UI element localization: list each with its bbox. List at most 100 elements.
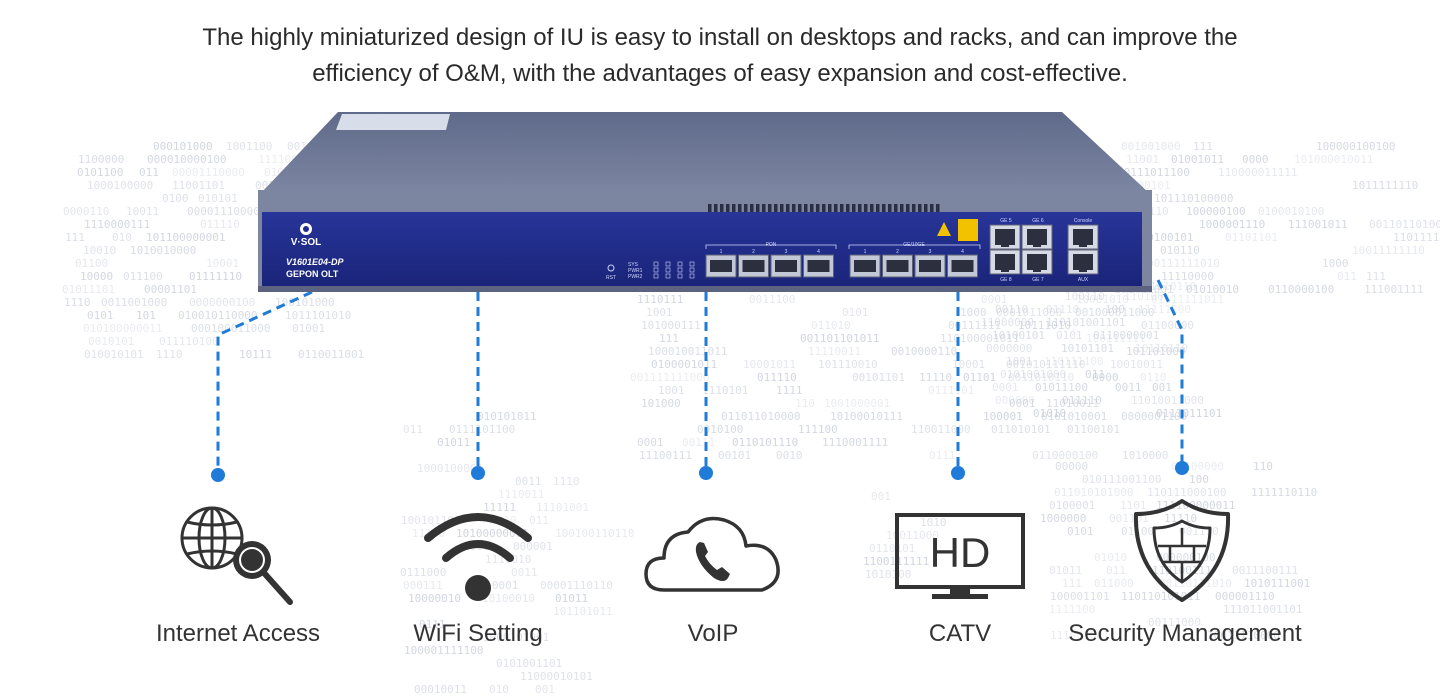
svg-text:01101: 01101: [963, 371, 996, 384]
status-label-sys: SYS: [628, 262, 639, 268]
sfp-port-label: 1: [720, 249, 723, 255]
svg-text:10101101: 10101101: [1061, 342, 1114, 355]
svg-text:0000000100: 0000000100: [189, 296, 255, 309]
svg-text:0110011001: 0110011001: [298, 348, 364, 361]
svg-text:01010010: 01010010: [1186, 283, 1239, 296]
svg-text:1001000001: 1001000001: [824, 397, 890, 410]
svg-text:10011110000: 10011110000: [1207, 629, 1280, 642]
svg-text:010101011: 010101011: [477, 410, 537, 423]
svg-text:000000: 000000: [995, 394, 1035, 407]
svg-text:111011001101: 111011001101: [1223, 603, 1302, 616]
svg-text:00000: 00000: [1055, 460, 1088, 473]
svg-text:100111111: 100111111: [1086, 332, 1146, 345]
svg-text:0011010110: 0011010110: [1008, 371, 1074, 384]
svg-text:00110: 00110: [995, 303, 1028, 316]
svg-text:111001011: 111001011: [1288, 218, 1348, 231]
svg-text:0101: 0101: [1067, 525, 1094, 538]
svg-text:11000000: 11000000: [981, 316, 1034, 329]
svg-text:110: 110: [1253, 460, 1273, 473]
svg-text:10000: 10000: [80, 270, 113, 283]
svg-text:001101101011: 001101101011: [800, 332, 879, 345]
svg-text:1110000111: 1110000111: [84, 218, 150, 231]
svg-text:00001101: 00001101: [144, 283, 197, 296]
sfp-port-label: 1: [864, 249, 867, 255]
ge-label-top-left: GE 5: [1000, 218, 1012, 224]
svg-text:101: 101: [136, 309, 156, 322]
svg-text:0000: 0000: [1092, 371, 1119, 384]
svg-text:101000111: 101000111: [641, 319, 701, 332]
svg-text:11001: 11001: [1126, 153, 1159, 166]
svg-text:11111: 11111: [483, 501, 516, 514]
svg-text:0011: 0011: [511, 566, 538, 579]
feature-label-catv: CATV: [928, 620, 992, 647]
svg-text:0101001101: 0101001101: [496, 657, 562, 670]
svg-text:1111110110: 1111110110: [1251, 486, 1317, 499]
svg-text:0101001000: 0101001000: [1000, 368, 1066, 381]
svg-text:001: 001: [535, 683, 555, 696]
svg-text:1011111110: 1011111110: [1352, 179, 1418, 192]
globe-search-icon: [180, 506, 293, 605]
svg-text:1000000: 1000000: [1040, 512, 1086, 525]
svg-text:00110110100: 00110110100: [1369, 218, 1440, 231]
svg-text:0010000110: 0010000110: [891, 345, 957, 358]
uplink-group-label: GE/10GE: [903, 242, 925, 248]
svg-text:0110000100: 0110000100: [1032, 449, 1098, 462]
svg-text:000001110: 000001110: [1215, 590, 1275, 603]
svg-text:11110: 11110: [919, 371, 952, 384]
svg-text:111001111: 111001111: [1364, 283, 1424, 296]
connector-dot-wifi: [471, 466, 485, 480]
laser-warning-sticker: [958, 219, 978, 241]
svg-text:011110: 011110: [1062, 394, 1102, 407]
svg-text:1010: 1010: [920, 516, 947, 529]
svg-text:0100001011: 0100001011: [651, 358, 717, 371]
svg-text:100001111100: 100001111100: [404, 644, 483, 657]
svg-text:101000: 101000: [641, 397, 681, 410]
svg-text:00001110000: 00001110000: [172, 166, 245, 179]
svg-text:1000001110: 1000001110: [1199, 218, 1265, 231]
svg-text:0100: 0100: [162, 192, 189, 205]
ge-label-top-right: GE 6: [1032, 218, 1044, 224]
svg-text:11101001: 11101001: [536, 501, 589, 514]
svg-text:01010: 01010: [1094, 551, 1127, 564]
svg-text:100001: 100001: [983, 410, 1023, 423]
svg-text:0011100111: 0011100111: [1232, 564, 1298, 577]
svg-text:00101101: 00101101: [852, 371, 905, 384]
svg-text:011110: 011110: [757, 371, 797, 384]
shield-icon: [1133, 499, 1231, 602]
svg-text:01011: 01011: [555, 592, 588, 605]
svg-text:0101: 0101: [1056, 329, 1083, 342]
chassis-sticker: [336, 114, 450, 130]
svg-text:1000: 1000: [1322, 257, 1349, 270]
svg-text:1111: 1111: [776, 384, 803, 397]
connector-dot-security: [1175, 461, 1189, 475]
ge-label-bottom-left: GE 8: [1000, 277, 1012, 283]
svg-text:0001011000: 0001011000: [996, 306, 1062, 319]
intro-text: The highly miniaturized design of IU is …: [120, 20, 1320, 92]
svg-text:01011100: 01011100: [1035, 381, 1088, 394]
svg-text:0101: 0101: [87, 309, 114, 322]
svg-text:001: 001: [871, 490, 891, 503]
sfp-port-label: 3: [785, 249, 788, 255]
svg-text:1010110: 1010110: [1150, 280, 1196, 293]
svg-text:0110: 0110: [1140, 371, 1167, 384]
svg-text:0110101: 0110101: [869, 542, 915, 555]
svg-text:110000011111: 110000011111: [1218, 166, 1297, 179]
svg-text:0000000: 0000000: [986, 342, 1032, 355]
laser-warning-icon: [937, 222, 951, 236]
svg-text:10011000: 10011000: [886, 529, 939, 542]
svg-text:0010101: 0010101: [88, 335, 134, 348]
svg-text:01111110: 01111110: [189, 270, 242, 283]
svg-text:01100: 01100: [75, 257, 108, 270]
svg-text:0011001000: 0011001000: [101, 296, 167, 309]
svg-text:0011: 0011: [515, 475, 542, 488]
svg-text:111: 111: [1193, 140, 1213, 153]
svg-text:110100: 110100: [1124, 290, 1164, 303]
svg-text:1000100001: 1000100001: [417, 462, 483, 475]
svg-text:111: 111: [659, 332, 679, 345]
status-leds: SYS PWR1 PWR2: [628, 262, 643, 280]
vent-slots: [708, 204, 940, 212]
aux-label: AUX: [1078, 277, 1089, 283]
chassis-top: [262, 112, 1148, 192]
svg-text:011010101000: 011010101000: [1054, 486, 1133, 499]
